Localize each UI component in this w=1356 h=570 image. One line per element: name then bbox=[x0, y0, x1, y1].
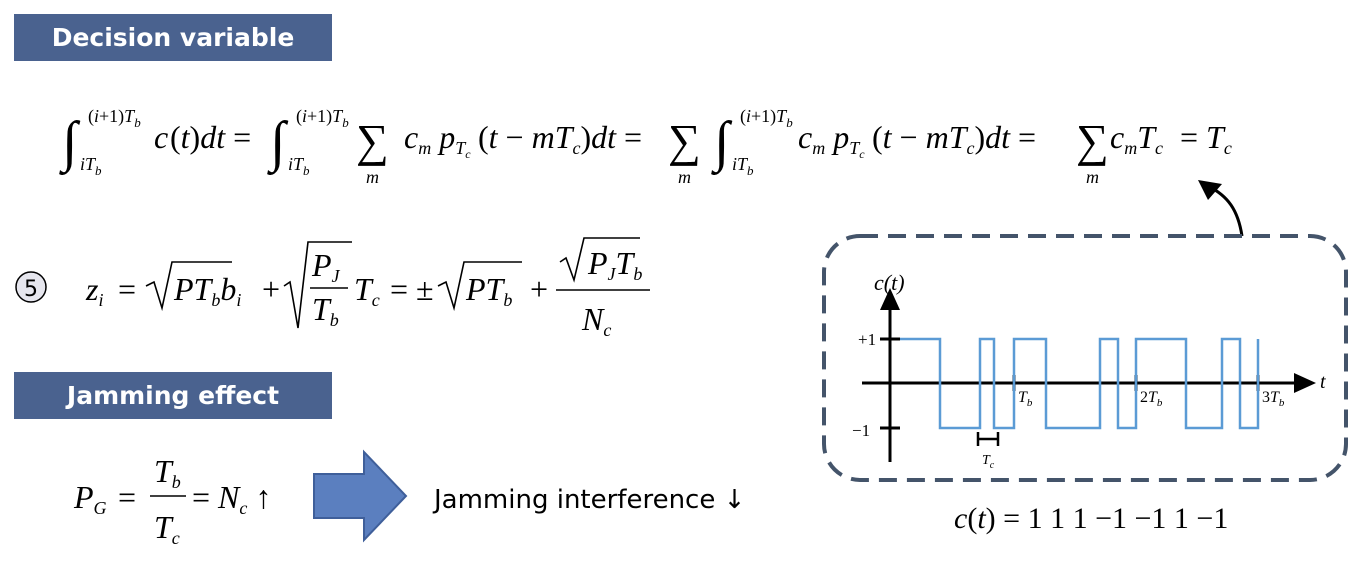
svg-text:Tc: Tc bbox=[354, 271, 380, 310]
y-axis-label: c(t) bbox=[874, 270, 905, 295]
x-axis-label: t bbox=[1320, 371, 1326, 393]
svg-text:∑: ∑ bbox=[668, 115, 701, 166]
svg-text:∫: ∫ bbox=[267, 111, 289, 176]
zi-equation: zi = PTbbi + PJ Tb Tc = ± PTb + PJTb Nc bbox=[85, 237, 650, 340]
chip-waveform bbox=[900, 337, 1260, 430]
svg-text:PTbbi: PTbbi bbox=[173, 271, 241, 310]
svg-text:iTb: iTb bbox=[732, 154, 754, 178]
svg-text:m: m bbox=[678, 167, 691, 187]
step-circle bbox=[15, 271, 47, 303]
y-tick-plus-one: +1 bbox=[858, 330, 876, 349]
svg-text:PJ: PJ bbox=[311, 247, 341, 286]
svg-text:cmTc: cmTc bbox=[1110, 119, 1163, 158]
svg-text:(t − mTc)dt =: (t − mTc)dt = bbox=[478, 119, 642, 158]
svg-text:Tb: Tb bbox=[312, 291, 339, 330]
x-tick-tb: Tb bbox=[1018, 389, 1033, 409]
svg-text:∫: ∫ bbox=[711, 111, 733, 176]
waveform-chart: c(t) t +1 −1 Tb 2Tb 3Tb Tc bbox=[852, 270, 1326, 471]
chip-width-label: Tc bbox=[982, 453, 995, 471]
integral-sign: ∫ bbox=[59, 111, 81, 176]
svg-text:PJTb: PJTb bbox=[587, 245, 642, 284]
block-arrow bbox=[313, 449, 408, 543]
step-number: 5 bbox=[24, 277, 38, 302]
svg-text:m: m bbox=[366, 167, 379, 187]
svg-text:=: = bbox=[118, 479, 136, 515]
svg-text:iTb: iTb bbox=[288, 154, 310, 178]
svg-text:zi: zi bbox=[85, 271, 103, 310]
svg-text:Tc: Tc bbox=[154, 509, 180, 548]
svg-text:c: c bbox=[154, 119, 168, 155]
svg-text:iTb: iTb bbox=[80, 154, 102, 178]
svg-text:∑: ∑ bbox=[356, 115, 389, 166]
svg-text:cm pTc: cm pTc bbox=[404, 119, 471, 161]
decision-variable-heading: Decision variable bbox=[14, 14, 332, 61]
svg-text:+: + bbox=[530, 271, 548, 307]
processing-gain-equation: PG = Tb Tc = Nc ↑ bbox=[73, 453, 271, 548]
svg-text:(t)dt =: (t)dt = bbox=[170, 119, 251, 155]
svg-text:= ±: = ± bbox=[390, 271, 434, 307]
x-tick-2tb: 2Tb bbox=[1140, 389, 1163, 409]
svg-text:PTb: PTb bbox=[465, 271, 512, 310]
svg-text:∑: ∑ bbox=[1076, 115, 1109, 166]
svg-text:Tb: Tb bbox=[154, 453, 181, 492]
svg-text:Nc: Nc bbox=[581, 301, 611, 340]
svg-text:(i+1)Tb: (i+1)Tb bbox=[296, 106, 349, 130]
jamming-interference-caption: Jamming interference ↓ bbox=[432, 485, 745, 515]
svg-text:PG: PG bbox=[73, 479, 107, 518]
svg-text:= Nc ↑: = Nc ↑ bbox=[192, 479, 271, 518]
svg-text:(i+1)Tb: (i+1)Tb bbox=[740, 106, 793, 130]
svg-text:= Tc: = Tc bbox=[1180, 119, 1232, 158]
svg-text:(t − mTc)dt =: (t − mTc)dt = bbox=[872, 119, 1036, 158]
jamming-effect-heading: Jamming effect bbox=[14, 372, 332, 419]
svg-text:=: = bbox=[118, 271, 136, 307]
x-tick-3tb: 3Tb bbox=[1262, 389, 1285, 409]
dashed-waveform-box bbox=[822, 234, 1348, 482]
svg-text:+: + bbox=[262, 271, 280, 307]
svg-text:m: m bbox=[1086, 167, 1099, 187]
svg-text:cm pTc: cm pTc bbox=[798, 119, 865, 161]
sequence-caption: c(t) = 1 1 1 −1 −1 1 −1 bbox=[954, 502, 1228, 535]
y-tick-minus-one: −1 bbox=[852, 421, 870, 440]
decision-variable-equation: ∫ (i+1)Tb iTb c(t)dt = ∫ (i+1)Tb iTb ∑ m… bbox=[59, 106, 1232, 187]
svg-text:(i+1)Tb: (i+1)Tb bbox=[88, 106, 141, 130]
